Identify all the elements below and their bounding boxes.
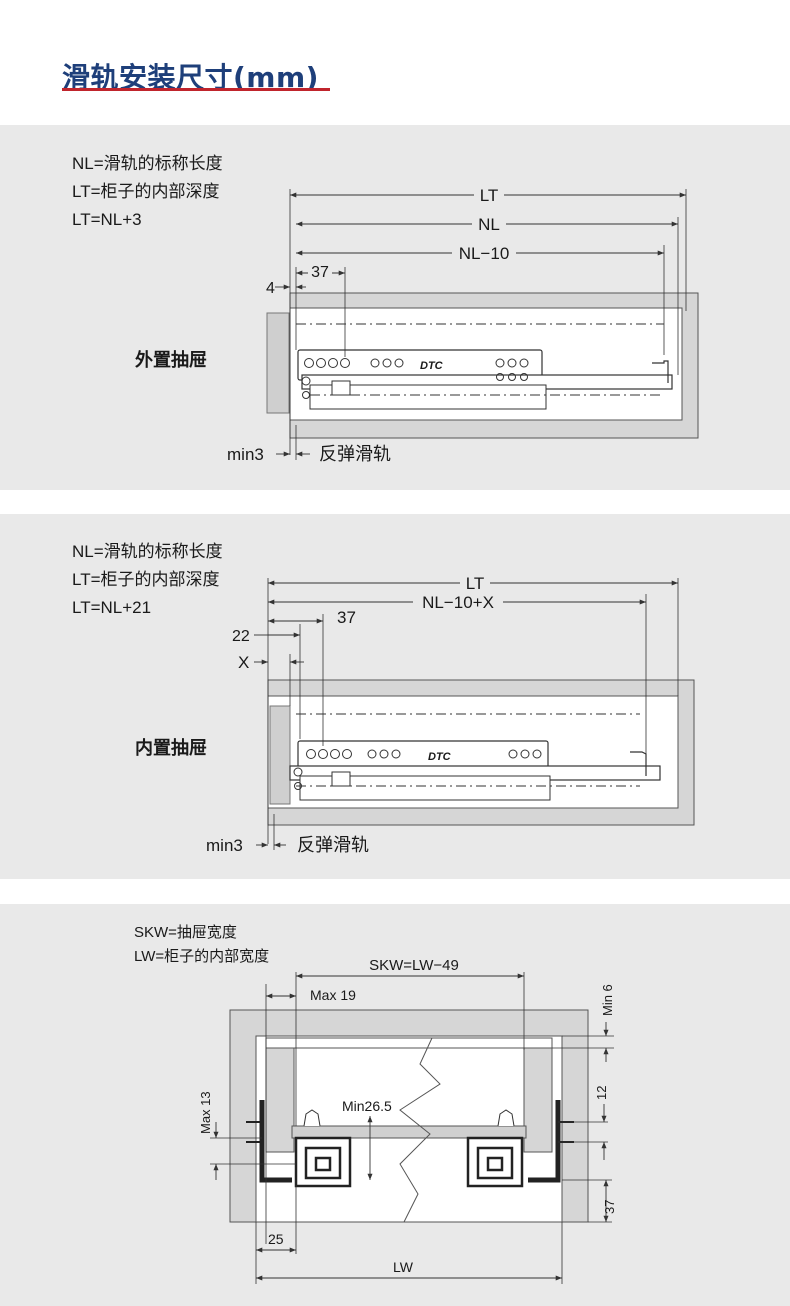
rail-brand-logo: DTC <box>428 751 452 763</box>
rebound-rail-label: 反弹滑轨 <box>297 835 369 855</box>
rail-brand-logo: DTC <box>420 360 444 372</box>
panel-overlay-drawer: NL=滑轨的标称长度 LT=柜子的内部深度 LT=NL+3 DTC LT NL … <box>0 125 790 490</box>
rail-lock-clip <box>331 380 351 396</box>
dim-nl10-label: NL−10 <box>459 244 510 263</box>
rear-bracket <box>652 360 669 383</box>
panel-inset-drawer: NL=滑轨的标称长度 LT=柜子的内部深度 LT=NL+21 DTC LT NL… <box>0 514 790 879</box>
inset-drawer-diagram: NL=滑轨的标称长度 LT=柜子的内部深度 LT=NL+21 DTC LT NL… <box>72 542 695 855</box>
dim-37-label: 37 <box>602 1200 617 1214</box>
note-line-2: LW=柜子的内部宽度 <box>134 948 269 965</box>
dim-4-label: 4 <box>266 280 275 297</box>
inset-drawer-label: 内置抽屉 <box>135 737 207 758</box>
note-line-3: LT=NL+3 <box>72 210 142 229</box>
note-line-2: LT=柜子的内部深度 <box>72 570 220 589</box>
dim-min3-label: min3 <box>227 445 264 464</box>
dim-max13-label: Max 13 <box>198 1091 213 1134</box>
drawer-top-edge <box>265 1037 553 1049</box>
dim-37-label: 37 <box>337 608 356 627</box>
dim-nlx-label: NL−10+X <box>422 593 494 612</box>
rail-holes <box>301 358 529 399</box>
dim-25-label: 25 <box>268 1231 284 1247</box>
rebound-rail-label: 反弹滑轨 <box>319 444 391 464</box>
drawer-front-panel <box>269 705 291 805</box>
rail-lock-clip <box>331 771 351 787</box>
note-line-3: LT=NL+21 <box>72 598 151 617</box>
rail-profile-left <box>294 1136 352 1188</box>
note-line-1: NL=滑轨的标称长度 <box>72 154 223 173</box>
dim-nl-label: NL <box>478 215 500 234</box>
dim-12-label: 12 <box>594 1086 609 1100</box>
rail-bracket-left <box>259 1100 292 1183</box>
panel-width-section: SKW=抽屉宽度 LW=柜子的内部宽度 SKW=LW−49 Max 19 Mi <box>0 904 790 1306</box>
break-line <box>399 1037 441 1223</box>
rail-bracket-right <box>528 1100 561 1183</box>
dim-lw-label: LW <box>393 1259 414 1275</box>
dim-lt-label: LT <box>466 574 485 593</box>
title-underline <box>62 88 330 91</box>
dim-min6-label: Min 6 <box>600 984 615 1016</box>
note-line-1: SKW=抽屉宽度 <box>134 924 237 941</box>
dim-max19-label: Max 19 <box>310 987 356 1003</box>
note-line-2: LT=柜子的内部深度 <box>72 182 220 201</box>
drawer-front-panel <box>266 312 290 414</box>
drawer-side-left <box>265 1047 295 1153</box>
dim-min3-label: min3 <box>206 836 243 855</box>
dim-lt-label: LT <box>480 186 499 205</box>
dim-min265-label: Min26.5 <box>342 1098 392 1114</box>
dim-22-label: 22 <box>232 628 250 645</box>
rear-bracket <box>630 751 647 776</box>
overlay-drawer-label: 外置抽屉 <box>135 349 207 370</box>
rail-holes <box>293 749 542 790</box>
width-section-diagram: SKW=抽屉宽度 LW=柜子的内部宽度 SKW=LW−49 Max 19 Mi <box>134 924 617 1284</box>
dim-x-label: X <box>238 653 249 672</box>
drawer-side-right <box>523 1047 553 1153</box>
note-line-1: NL=滑轨的标称长度 <box>72 542 223 561</box>
dim-skw-label: SKW=LW−49 <box>369 957 459 974</box>
drawer-bottom <box>291 1125 527 1139</box>
locking-hook-left <box>303 1109 321 1127</box>
overlay-drawer-diagram: NL=滑轨的标称长度 LT=柜子的内部深度 LT=NL+3 DTC LT NL … <box>72 154 699 464</box>
dim-37-label: 37 <box>311 264 329 281</box>
rail-profile-right <box>466 1136 524 1188</box>
locking-hook-right <box>497 1109 515 1127</box>
